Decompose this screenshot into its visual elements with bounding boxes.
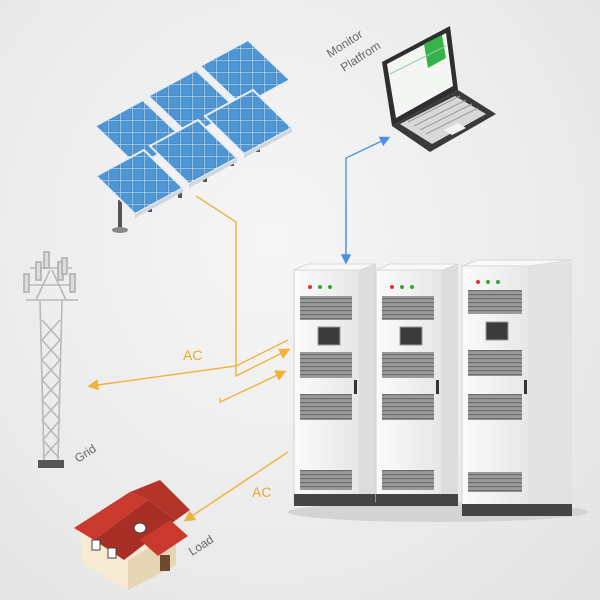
grid-tower-icon	[23, 251, 78, 468]
grid-label: Grid	[72, 441, 99, 465]
ac-label-bottom: AC	[252, 484, 271, 500]
house-icon	[74, 480, 190, 590]
data-link-line	[340, 136, 391, 265]
battery-cabinet-icon	[288, 259, 588, 522]
cabinet-1	[293, 263, 377, 506]
laptop-icon	[382, 26, 496, 152]
load-label: Load	[186, 532, 216, 558]
cabinet-3	[461, 259, 573, 516]
ac-power-lines	[87, 195, 291, 522]
solar-panel-array-icon	[93, 38, 294, 233]
ac-label-top: AC	[183, 347, 202, 363]
cabinet-2	[375, 263, 459, 506]
